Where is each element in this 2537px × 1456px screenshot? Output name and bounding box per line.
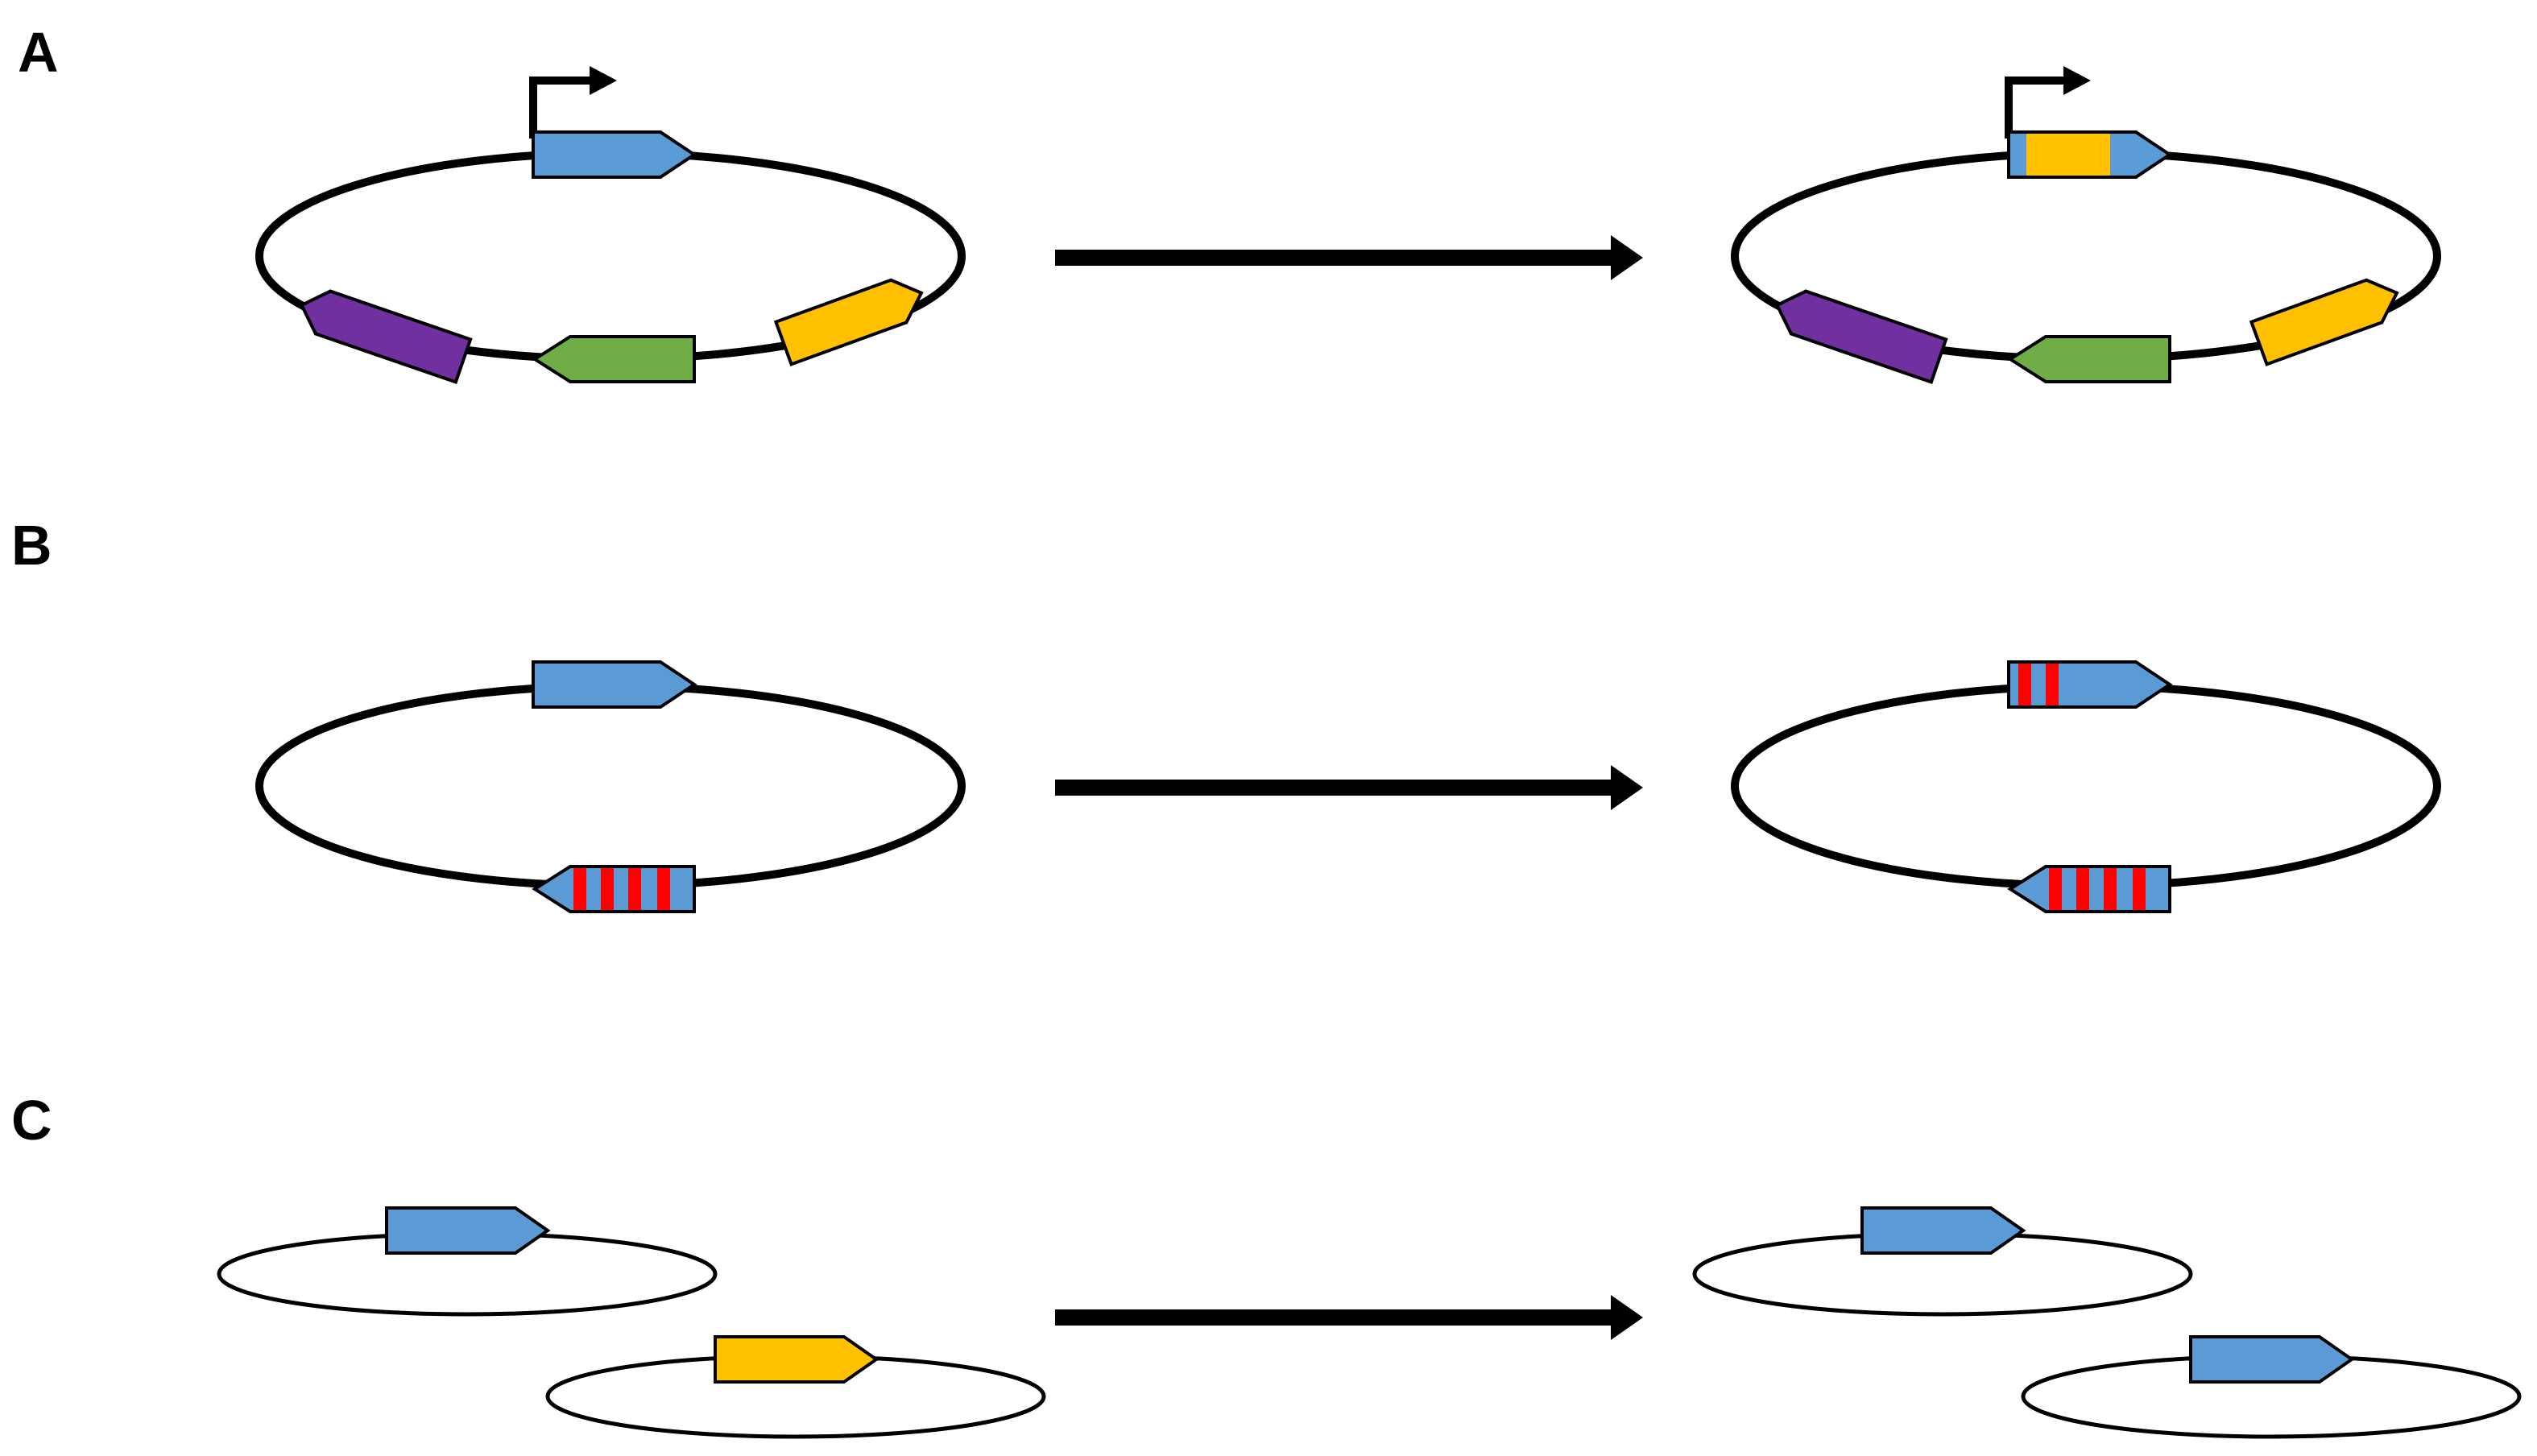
promoter-arrowhead [590, 66, 617, 95]
purple-gene [299, 289, 473, 384]
yellow-gene [773, 278, 924, 366]
yellow-gene [714, 1335, 879, 1384]
blue-gene [532, 130, 697, 179]
promoter-arrowhead [2063, 66, 2091, 95]
blue-gene [385, 1206, 551, 1255]
red-stripe [657, 868, 670, 910]
red-stripe [628, 868, 641, 910]
red-stripe [2046, 664, 2059, 705]
purple-gene [1774, 289, 1948, 384]
panel-b [255, 660, 2441, 913]
panel-label-b: B [11, 514, 52, 577]
right-arrow-icon [1055, 235, 1643, 280]
panel-c-before-plasmids [217, 1206, 1046, 1439]
red-stripe [601, 868, 614, 910]
blue-gene [532, 660, 697, 709]
right-arrow-icon [1055, 765, 1643, 810]
yellow-insert [2026, 134, 2110, 176]
panel-c [217, 1206, 2522, 1439]
repeat-array [2007, 865, 2171, 913]
panel-label-c: C [11, 1089, 52, 1152]
red-stripe [573, 868, 586, 910]
panel-a [255, 66, 2441, 384]
panel-b-before-plasmid [255, 660, 966, 913]
blue-gene [2189, 1335, 2355, 1384]
panel-a-after-plasmid [1731, 66, 2441, 384]
panel-a-before-plasmid [255, 66, 966, 384]
promoter-arrow-icon [2005, 77, 2070, 139]
plasmid-backbone [255, 682, 966, 890]
panel-b-after-plasmid [1731, 660, 2441, 913]
green-gene [532, 335, 696, 383]
repeat-array [532, 865, 696, 913]
red-stripe [2049, 868, 2062, 910]
red-stripe [2076, 868, 2089, 910]
blue-gene [1860, 1206, 2026, 1255]
panel-c-after-plasmids [1692, 1206, 2522, 1439]
red-stripe [2133, 868, 2146, 910]
yellow-gene [2249, 278, 2399, 366]
plasmid-backbone [1731, 682, 2441, 890]
promoter-arrow-icon [529, 77, 596, 139]
red-stripe [2018, 664, 2031, 705]
blue-gene-with-spacers [2007, 660, 2173, 709]
red-stripe [2104, 868, 2117, 910]
green-gene [2007, 335, 2171, 383]
panel-label-a: A [18, 21, 59, 84]
right-arrow-icon [1055, 1295, 1643, 1340]
